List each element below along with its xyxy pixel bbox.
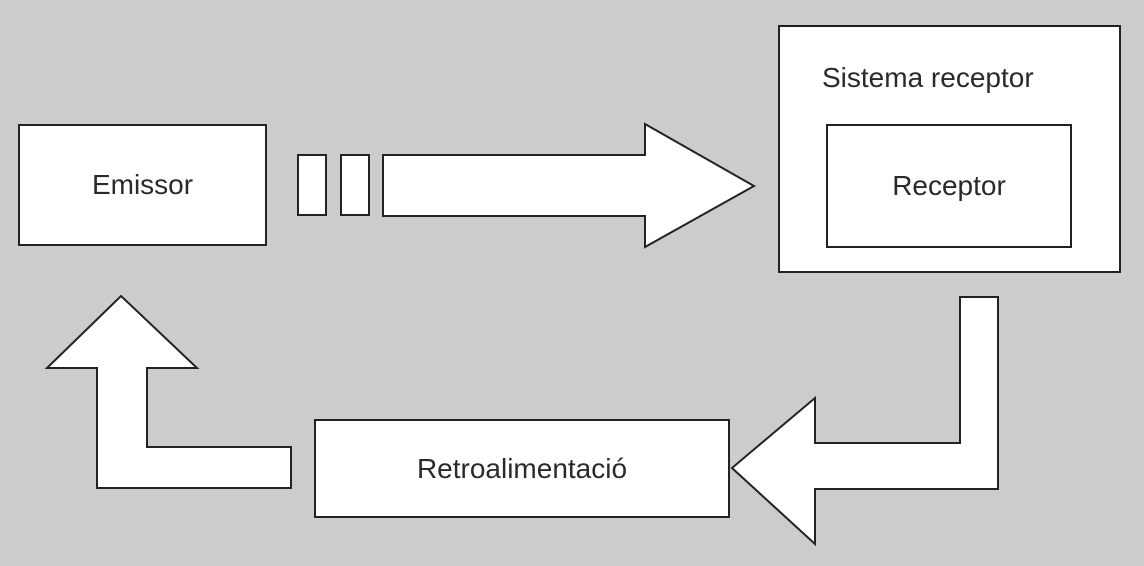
signal-block-1 [297,154,327,216]
emitter-box: Emissor [18,124,267,246]
receiver-to-feedback-arrow [730,296,999,547]
receiver-system-label: Sistema receptor [822,62,1034,93]
signal-block-2 [340,154,370,216]
feedback-to-emitter-arrow [44,294,292,489]
feedback-label: Retroalimentació [416,452,628,484]
feedback-box: Retroalimentació [314,419,730,518]
receiver-label: Receptor [892,170,1006,201]
message-arrow [382,122,757,249]
emitter-label: Emissor [91,169,194,200]
receiver-box: Receptor [826,124,1072,248]
